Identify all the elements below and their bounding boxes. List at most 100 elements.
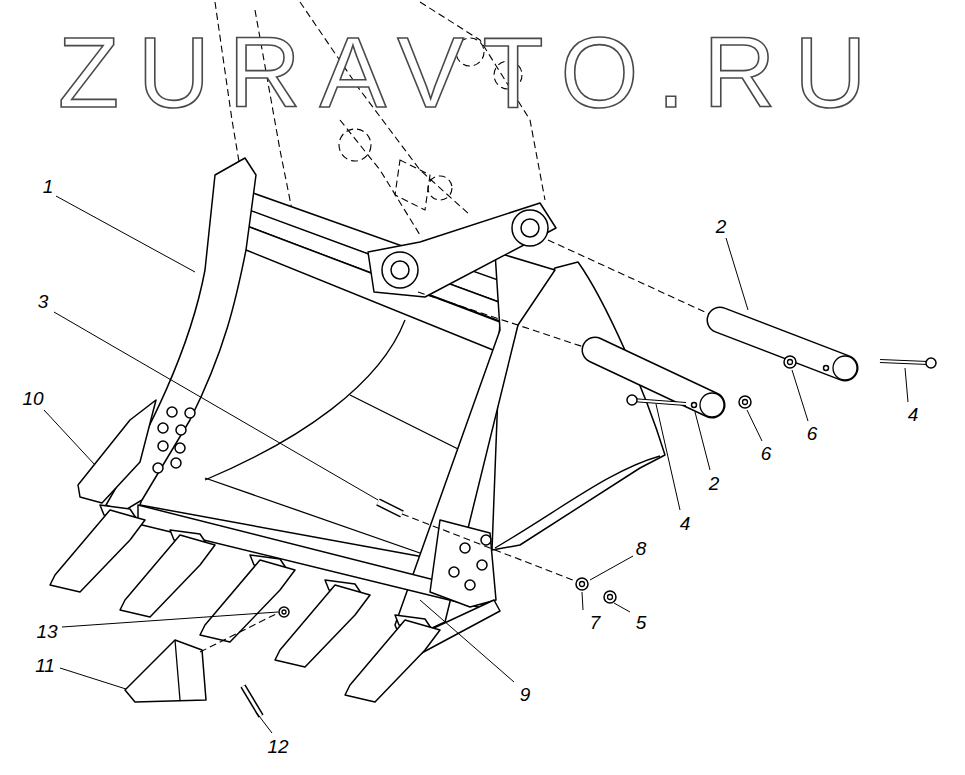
leader-lines xyxy=(44,196,908,733)
drawing-part xyxy=(590,556,633,580)
drawing-part xyxy=(905,368,908,402)
drawing-part xyxy=(695,412,710,470)
drawing-part xyxy=(632,400,686,404)
watermark: ZURAVTO.RU xyxy=(58,22,885,122)
drawing-part xyxy=(792,370,808,421)
drawing-part xyxy=(395,160,430,210)
drawing-part xyxy=(120,535,215,617)
drawing-part xyxy=(656,404,680,510)
drawing-part xyxy=(153,463,163,473)
drawing-part xyxy=(576,578,588,590)
drawing-part xyxy=(176,425,186,435)
drawing-part xyxy=(44,410,95,465)
drawing-part xyxy=(692,403,697,408)
drawing-part xyxy=(880,361,928,363)
drawing-part xyxy=(243,686,261,716)
callout-number: 1 xyxy=(43,177,54,196)
bolts xyxy=(243,358,936,716)
drawing-part xyxy=(595,350,712,405)
drawing-part xyxy=(340,120,420,235)
drawing-part xyxy=(521,219,539,237)
callout-number: 2 xyxy=(716,217,727,236)
floor-seam xyxy=(350,395,470,455)
drawing-part xyxy=(833,356,857,380)
drawing-part xyxy=(382,252,418,288)
callout-number: 9 xyxy=(520,685,531,704)
mount-lugs xyxy=(368,203,556,297)
drawing-part xyxy=(402,514,578,582)
pins xyxy=(595,320,857,417)
drawing-part xyxy=(428,176,452,200)
drawing-part xyxy=(200,612,280,652)
drawing-part xyxy=(56,196,195,272)
drawing-part xyxy=(627,395,637,405)
wing-bolts xyxy=(153,407,195,473)
nuts xyxy=(279,356,796,617)
callout-number: 6 xyxy=(761,444,772,463)
drawing-part xyxy=(158,441,168,451)
drawing-part xyxy=(391,261,409,279)
drawing-part xyxy=(175,443,185,453)
floor-crease xyxy=(205,320,405,480)
drawing-part xyxy=(200,560,295,642)
drawing-part xyxy=(614,603,630,612)
drawing-part xyxy=(256,712,272,733)
drawing-part xyxy=(784,356,796,368)
drawing-part xyxy=(632,400,686,404)
drawing-part xyxy=(880,361,928,363)
drawing-part xyxy=(60,668,126,689)
drawing-part xyxy=(54,312,378,500)
drawing-part xyxy=(604,591,616,603)
drawing-part xyxy=(420,600,514,682)
drawing-part xyxy=(477,560,487,570)
drawing-part xyxy=(282,610,286,614)
loose-tooth xyxy=(125,640,206,702)
callout-number: 7 xyxy=(590,613,601,632)
drawing-part xyxy=(62,612,278,627)
drawing-part xyxy=(279,607,289,617)
callout-number: 10 xyxy=(22,389,43,408)
drawing-part xyxy=(378,502,402,514)
drawing-part xyxy=(171,458,181,468)
drawing-part xyxy=(743,400,748,405)
drawing-part xyxy=(720,320,845,368)
drawing-part xyxy=(465,580,475,590)
drawing-part xyxy=(449,567,459,577)
callout-number: 8 xyxy=(636,539,647,558)
drawing-part xyxy=(418,292,593,350)
side-cutter xyxy=(430,520,496,607)
callout-number: 4 xyxy=(680,514,691,533)
drawing-part xyxy=(167,407,177,417)
drawing-part xyxy=(548,240,718,318)
drawing-part xyxy=(50,510,145,592)
callout-number: 12 xyxy=(267,737,288,756)
drawing-part xyxy=(275,585,370,667)
drawing-part xyxy=(726,238,748,310)
drawing-part xyxy=(595,350,712,405)
teeth xyxy=(50,505,440,702)
drawing-part xyxy=(158,423,168,433)
callout-number: 4 xyxy=(908,405,919,424)
callout-number: 13 xyxy=(36,622,57,641)
drawing-part xyxy=(512,210,548,246)
callout-number: 3 xyxy=(38,292,49,311)
drawing-part xyxy=(720,320,845,368)
callout-number: 5 xyxy=(636,613,647,632)
callout-number: 11 xyxy=(35,656,55,675)
drawing-part xyxy=(788,360,793,365)
side-wing xyxy=(78,400,156,503)
drawing-part xyxy=(608,595,613,600)
drawing-part xyxy=(339,129,371,161)
drawing-part xyxy=(185,408,195,418)
drawing-part xyxy=(582,592,583,610)
drawing-part xyxy=(175,640,180,700)
drawing-part xyxy=(824,366,829,371)
drawing-part xyxy=(243,686,261,716)
drawing-part xyxy=(580,582,585,587)
drawing-part xyxy=(378,502,402,514)
callout-number: 6 xyxy=(807,424,818,443)
drawing-part xyxy=(747,410,762,441)
drawing-part xyxy=(700,393,724,417)
drawing-part xyxy=(926,358,936,368)
